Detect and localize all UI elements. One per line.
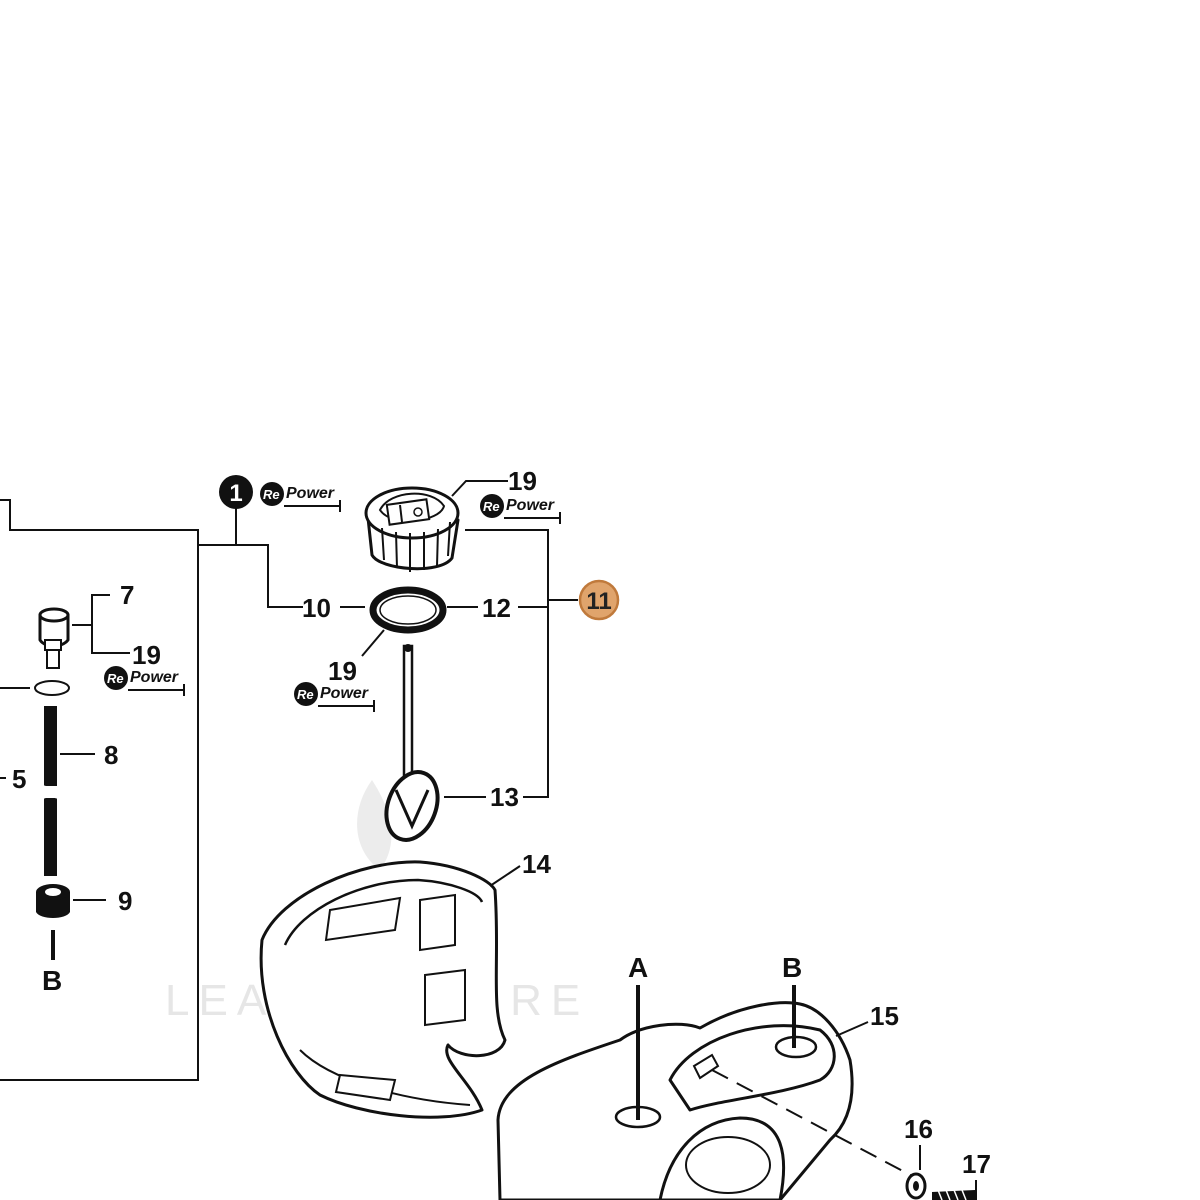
callout-12[interactable]: 12 — [482, 593, 511, 623]
callout-1-label: 1 — [229, 480, 242, 507]
callout-15[interactable]: 15 — [870, 1001, 899, 1031]
callout-11-highlighted[interactable]: 11 — [578, 579, 620, 621]
ref-b-line: B — [42, 965, 62, 996]
o-ring-small[interactable] — [34, 680, 70, 696]
tank-guard-14[interactable] — [259, 860, 507, 1119]
bracket-11 — [465, 529, 578, 798]
repower-badge-1: Re Power — [260, 482, 341, 512]
callout-11-label: 11 — [586, 588, 611, 615]
leader-7 — [72, 594, 110, 626]
callout-16[interactable]: 16 — [904, 1114, 933, 1144]
gasket-ring[interactable] — [369, 586, 447, 634]
callout-14[interactable]: 14 — [522, 849, 551, 879]
callout-13[interactable]: 13 — [490, 782, 519, 812]
callout-19-fitting[interactable]: 19 — [132, 640, 161, 670]
screw-17[interactable] — [932, 1189, 975, 1200]
assembly-bracket — [0, 499, 303, 1081]
fuel-filter-pickup[interactable] — [377, 644, 446, 847]
callout-10[interactable]: 10 — [302, 593, 331, 623]
repower-badge-4: Re Power — [104, 666, 185, 696]
repower-badge-text: Re — [483, 499, 500, 514]
grommet-9[interactable] — [36, 884, 70, 918]
fuel-tank-15[interactable] — [496, 1001, 854, 1200]
repower-word: Power — [130, 669, 179, 686]
callout-8[interactable]: 8 — [104, 740, 118, 770]
fitting-7[interactable] — [38, 607, 70, 669]
repower-badge-text: Re — [297, 687, 314, 702]
leader-19-ring — [361, 629, 385, 657]
callout-7[interactable]: 7 — [120, 580, 134, 610]
callout-1[interactable]: 1 — [219, 475, 253, 509]
repower-badge-text: Re — [263, 487, 280, 502]
leader-19-cap — [451, 480, 508, 497]
fuel-line-8[interactable] — [43, 706, 58, 876]
callout-9[interactable]: 9 — [118, 886, 132, 916]
callout-19-cap[interactable]: 19 — [508, 466, 537, 496]
callout-5[interactable]: 5 — [12, 764, 26, 794]
washer-16[interactable] — [905, 1172, 927, 1200]
leader-15 — [835, 1021, 869, 1037]
callout-19-ring[interactable]: 19 — [328, 656, 357, 686]
repower-word: Power — [286, 485, 335, 502]
fuel-cap[interactable] — [364, 486, 460, 572]
repower-badge-3: Re Power — [294, 682, 375, 712]
repower-word: Power — [506, 497, 555, 514]
leader-14 — [489, 865, 521, 887]
ref-a-tank: A — [628, 952, 648, 983]
callout-17[interactable]: 17 — [962, 1149, 991, 1179]
leader-19-fitting — [91, 625, 130, 654]
ref-b-tank: B — [782, 952, 802, 983]
repower-word: Power — [320, 685, 369, 702]
axis-line — [711, 1069, 917, 1179]
repower-badge-2: Re Power — [480, 494, 561, 524]
repower-badge-text: Re — [107, 671, 124, 686]
